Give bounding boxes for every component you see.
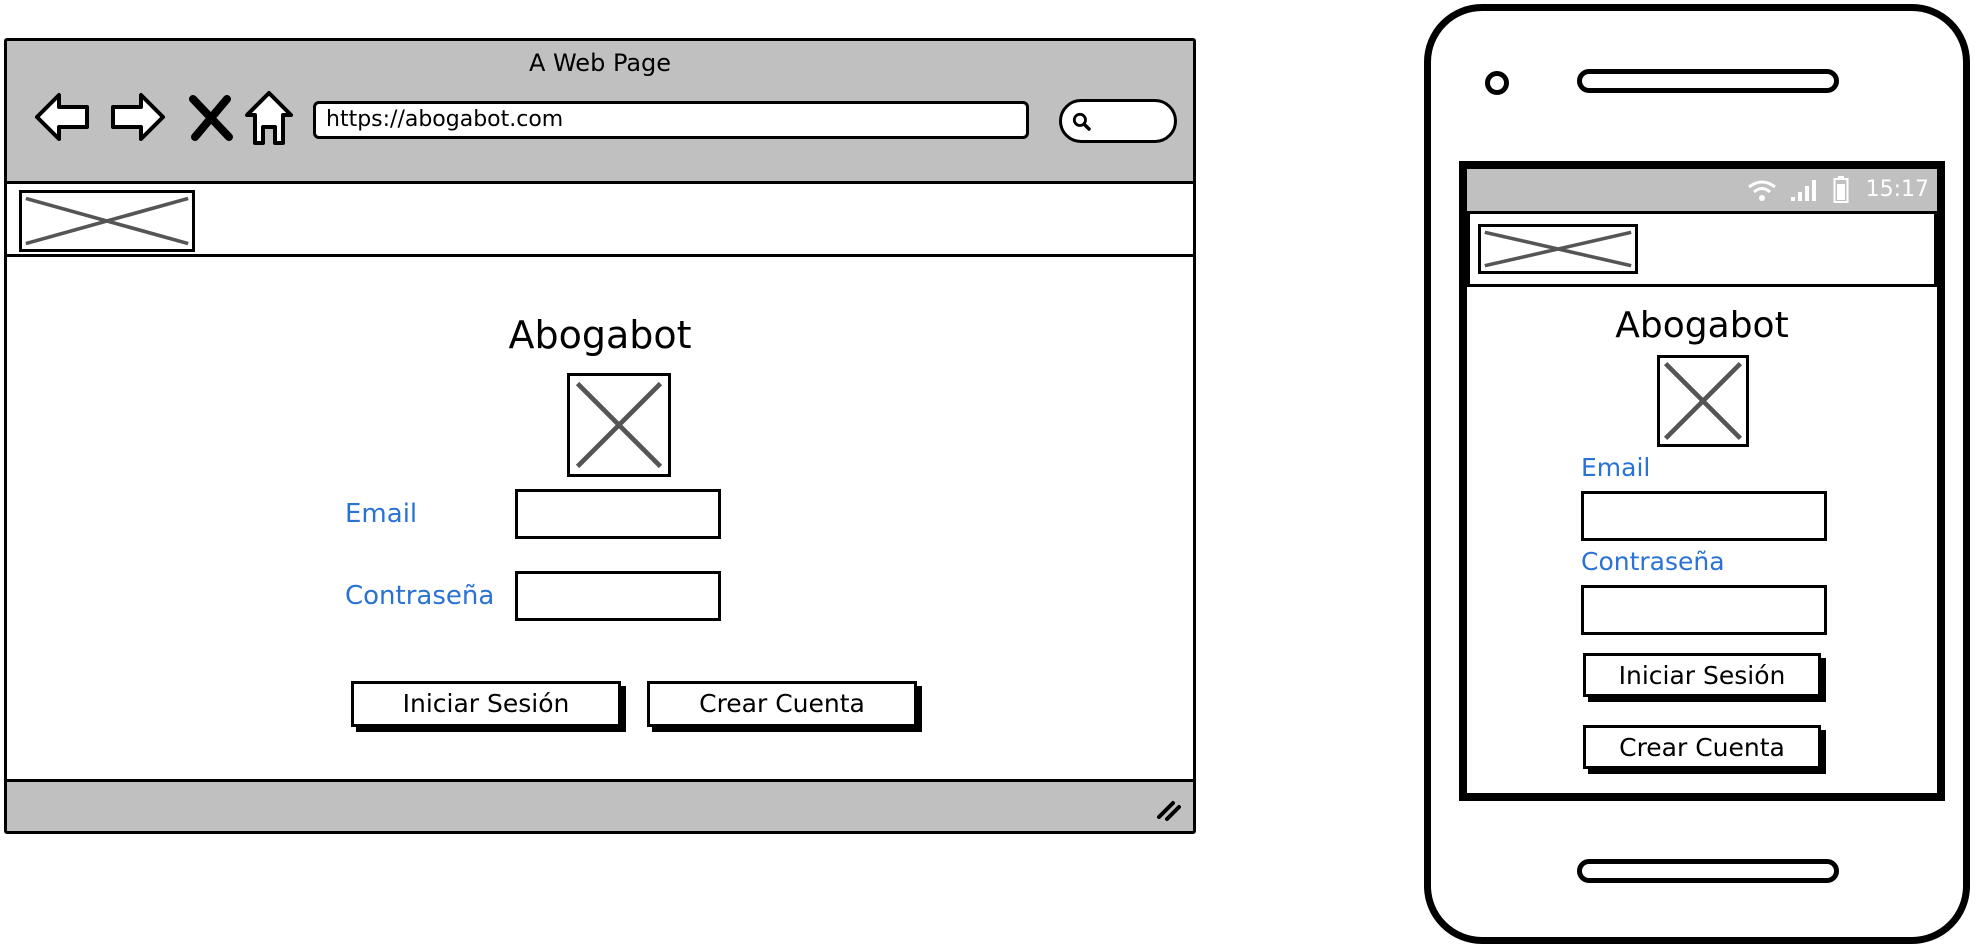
- camera-icon: [1485, 71, 1509, 95]
- wifi-icon: [1748, 180, 1776, 201]
- image-placeholder-icon: [1484, 230, 1632, 268]
- home-icon[interactable]: [237, 85, 301, 149]
- browser-title: A Web Page: [528, 49, 672, 77]
- image-placeholder-icon: [1663, 361, 1743, 441]
- create-account-button[interactable]: Crear Cuenta: [647, 681, 917, 727]
- speaker-grille: [1577, 69, 1839, 93]
- password-input[interactable]: [515, 571, 721, 621]
- phone-password-input[interactable]: [1581, 585, 1827, 635]
- page-header: [7, 181, 1193, 257]
- email-label: Email: [345, 499, 418, 529]
- search-field[interactable]: [1059, 99, 1177, 143]
- back-arrow-icon[interactable]: [31, 85, 95, 149]
- phone-email-input[interactable]: [1581, 491, 1827, 541]
- browser-window: A Web Page https://abogabot.com: [4, 38, 1196, 834]
- phone-email-label: Email: [1581, 453, 1651, 482]
- url-input[interactable]: https://abogabot.com: [313, 101, 1029, 139]
- image-placeholder-icon: [25, 196, 189, 246]
- phone-header-logo-placeholder: [1478, 224, 1638, 274]
- phone-create-account-button[interactable]: Crear Cuenta: [1583, 725, 1821, 769]
- password-label: Contraseña: [345, 581, 495, 611]
- phone-login-button[interactable]: Iniciar Sesión: [1583, 653, 1821, 697]
- phone-page-header: [1467, 211, 1937, 287]
- signal-icon: [1791, 180, 1816, 201]
- search-icon: [1072, 112, 1091, 131]
- phone-logo-placeholder: [1657, 355, 1749, 447]
- email-input[interactable]: [515, 489, 721, 539]
- browser-status-bar: [7, 779, 1193, 831]
- home-button[interactable]: [1577, 859, 1839, 883]
- logo-placeholder: [567, 373, 671, 477]
- browser-toolbar: A Web Page https://abogabot.com: [7, 41, 1193, 181]
- resize-handle-icon[interactable]: [1153, 793, 1183, 823]
- login-button[interactable]: Iniciar Sesión: [351, 681, 621, 727]
- forward-arrow-icon[interactable]: [105, 85, 169, 149]
- phone-password-label: Contraseña: [1581, 547, 1725, 576]
- image-placeholder-icon: [575, 381, 663, 469]
- phone-device: 15:17 Abogabot Email Contraseña Iniciar …: [1424, 4, 1970, 944]
- header-logo-placeholder: [19, 190, 195, 252]
- status-time: 15:17: [1865, 177, 1929, 202]
- phone-page-title: Abogabot: [1615, 305, 1789, 346]
- battery-icon: [1833, 176, 1849, 203]
- phone-screen: 15:17 Abogabot Email Contraseña Iniciar …: [1459, 161, 1945, 801]
- page-title: Abogabot: [508, 313, 692, 357]
- close-x-icon[interactable]: [179, 85, 243, 149]
- status-bar: 15:17: [1467, 169, 1937, 211]
